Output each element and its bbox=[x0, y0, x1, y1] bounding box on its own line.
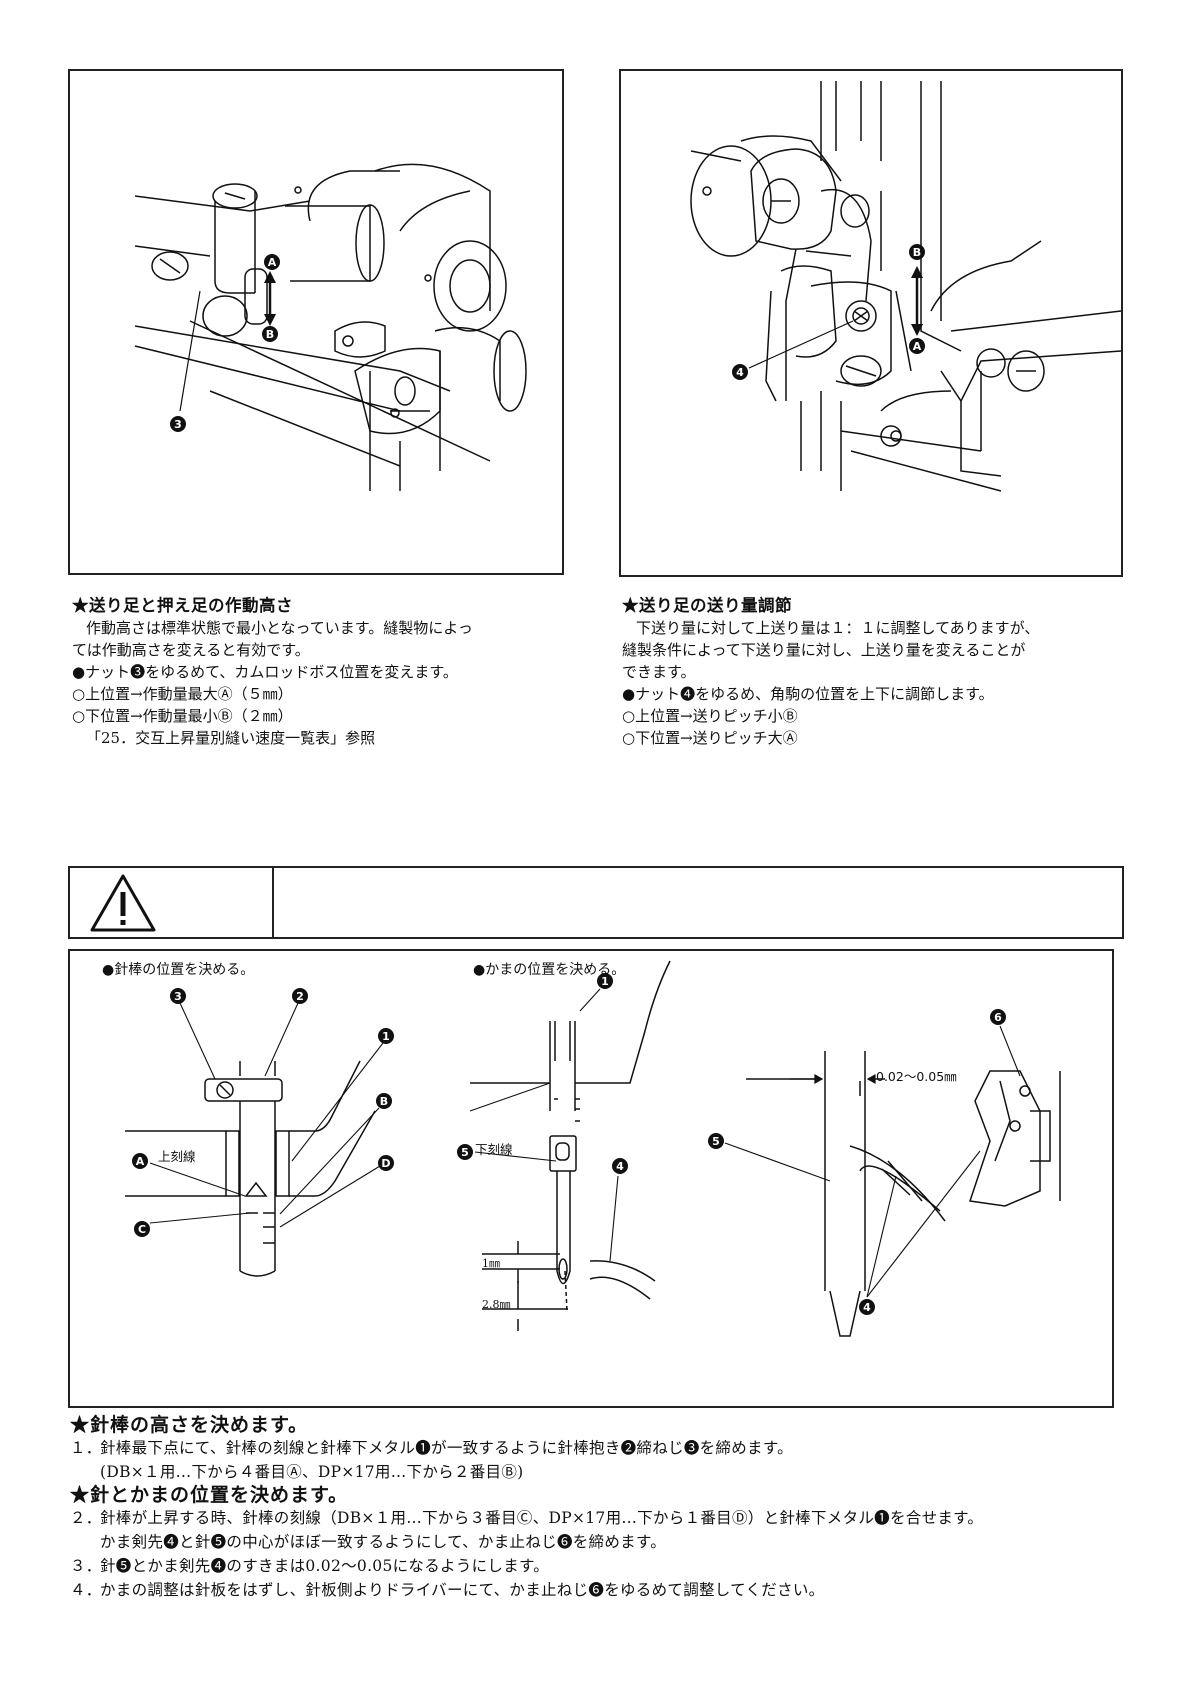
svg-text:B: B bbox=[380, 1095, 388, 1108]
feed-height-line-6: 「25．交互上昇量別縫い速度一覧表」参照 bbox=[86, 729, 376, 747]
svg-text:C: C bbox=[138, 1223, 146, 1236]
feed-amount-line-2: 縫製条件によって下送り量に対し、上送り量を変えることが bbox=[622, 641, 1026, 659]
hook-position-caption: ●かまの位置を決める。 bbox=[473, 962, 626, 978]
svg-text:A: A bbox=[268, 256, 277, 269]
figure-feed-amount: B A 4 bbox=[619, 69, 1123, 577]
svg-text:B: B bbox=[266, 328, 274, 341]
svg-text:3: 3 bbox=[174, 418, 182, 431]
step-1-text: 針棒最下点にて、針棒の刻線と針棒下メタル❶が一致するように針棒抱き❷締ねじ❸を締… bbox=[100, 1439, 793, 1457]
feed-amount-text: ★送り足の送り量調節 下送り量に対して上送り量は１：１に調整してありますが、 縫… bbox=[622, 595, 1182, 749]
needle-bar-caption: ●針棒の位置を決める。 bbox=[102, 962, 255, 978]
svg-text:3: 3 bbox=[174, 990, 182, 1003]
warning-triangle-icon bbox=[90, 874, 156, 932]
svg-text:D: D bbox=[381, 1157, 390, 1170]
label-4-marker bbox=[732, 364, 748, 380]
step-3-text: 針❺とかま剣先❹のすきまは0.02～0.05になるようにします。 bbox=[100, 1557, 550, 1575]
figure-feed-height: A B 3 bbox=[68, 69, 564, 575]
step-2-sub: かま剣先❹と針❺の中心がほぼ一致するようにして、かま止ねじ❻を締めます。 bbox=[100, 1533, 667, 1551]
svg-text:1: 1 bbox=[601, 975, 609, 988]
svg-text:4: 4 bbox=[736, 366, 744, 379]
label-b-marker bbox=[262, 326, 278, 342]
feed-height-text: ★送り足と押え足の作動高さ 作動高さは標準状態で最小となっています。縫製物によっ… bbox=[72, 595, 592, 749]
needle-hook-illustration: 3 2 1 B D A C 1 5 4 5 6 4 bbox=[125, 960, 1061, 1337]
caution-box bbox=[68, 866, 1124, 939]
step-3: ３．針❺とかま剣先❹のすきまは0.02～0.05になるようにします。 bbox=[70, 1554, 1180, 1578]
upper-mark-label: 上刻線 bbox=[158, 1149, 196, 1164]
step-2: ２．針棒が上昇する時、針棒の刻線（DB×１用…下から３番目Ⓒ、DP×17用…下か… bbox=[70, 1506, 1180, 1530]
label-b-marker-right bbox=[909, 244, 925, 260]
svg-text:5: 5 bbox=[461, 1146, 469, 1159]
feed-height-illustration: A B 3 bbox=[134, 163, 527, 491]
svg-text:4: 4 bbox=[863, 1301, 871, 1314]
heading-needle-hook: ★針とかまの位置を決めます。 bbox=[70, 1484, 349, 1506]
step-2-number: ２． bbox=[70, 1509, 102, 1527]
svg-text:5: 5 bbox=[712, 1135, 720, 1148]
step-1: １．針棒最下点にて、針棒の刻線と針棒下メタル❶が一致するように針棒抱き❷締ねじ❸… bbox=[70, 1436, 1180, 1460]
feed-amount-line-4: ●ナット❹をゆるめ、角駒の位置を上下に調節します。 bbox=[622, 685, 994, 703]
feed-amount-line-6: ○下位置→送りピッチ大Ⓐ bbox=[622, 729, 798, 747]
svg-text:A: A bbox=[913, 340, 922, 353]
step-1-sub: (DB×１用…下から４番目Ⓐ、DP×17用…下から２番目Ⓑ) bbox=[100, 1463, 524, 1481]
svg-text:2: 2 bbox=[296, 990, 304, 1003]
feed-height-line-2: ては作動高さを変えると有効です。 bbox=[72, 641, 310, 659]
feed-amount-title: ★送り足の送り量調節 bbox=[622, 596, 792, 615]
feed-height-line-5: ○下位置→作動量最小Ⓑ（２㎜） bbox=[72, 707, 293, 725]
heading-needle-height: ★針棒の高さを決めます。 bbox=[70, 1414, 309, 1436]
feed-height-line-3: ●ナット❸をゆるめて、カムロッドボス位置を変えます。 bbox=[72, 663, 458, 681]
feed-amount-line-3: できます。 bbox=[622, 663, 696, 681]
step-1-number: １． bbox=[70, 1439, 102, 1457]
svg-text:A: A bbox=[136, 1155, 145, 1168]
feed-height-line-1: 作動高さは標準状態で最小となっています。縫製物によっ bbox=[86, 619, 473, 637]
lower-mark-label: 下刻線 bbox=[475, 1142, 513, 1157]
feed-amount-line-5: ○上位置→送りピッチ小Ⓑ bbox=[622, 707, 798, 725]
dimension-2-8mm: 2.8㎜ bbox=[482, 1298, 511, 1311]
feed-height-title: ★送り足と押え足の作動高さ bbox=[72, 596, 293, 615]
feed-height-line-4: ○上位置→作動量最大Ⓐ（５㎜） bbox=[72, 685, 293, 703]
label-3-marker bbox=[170, 416, 186, 432]
caution-divider bbox=[272, 868, 274, 937]
figure-needle-hook: ●針棒の位置を決める。 ●かまの位置を決める。 bbox=[68, 949, 1114, 1408]
dimension-1mm: 1㎜ bbox=[482, 1257, 500, 1270]
instructions: ★針棒の高さを決めます。 １．針棒最下点にて、針棒の刻線と針棒下メタル❶が一致す… bbox=[70, 1414, 1180, 1602]
gap-dimension: 0.02～0.05㎜ bbox=[876, 1069, 957, 1084]
step-4-number: ４． bbox=[70, 1581, 102, 1599]
svg-text:1: 1 bbox=[382, 1030, 390, 1043]
step-3-number: ３． bbox=[70, 1557, 102, 1575]
step-4-text: かまの調整は針板をはずし、針板側よりドライバーにて、かま止ねじ❻をゆるめて調整し… bbox=[100, 1581, 825, 1599]
label-a-marker bbox=[264, 254, 280, 270]
feed-amount-line-1: 下送り量に対して上送り量は１：１に調整してありますが、 bbox=[636, 619, 1040, 637]
step-2-text: 針棒が上昇する時、針棒の刻線（DB×１用…下から３番目Ⓒ、DP×17用…下から１… bbox=[100, 1509, 984, 1527]
svg-text:6: 6 bbox=[994, 1011, 1002, 1024]
feed-amount-illustration: B A 4 bbox=[690, 81, 1122, 492]
svg-text:B: B bbox=[913, 246, 921, 259]
label-a-marker-right bbox=[909, 338, 925, 354]
step-4: ４．かまの調整は針板をはずし、針板側よりドライバーにて、かま止ねじ❻をゆるめて調… bbox=[70, 1578, 1180, 1602]
svg-text:4: 4 bbox=[616, 1160, 624, 1173]
